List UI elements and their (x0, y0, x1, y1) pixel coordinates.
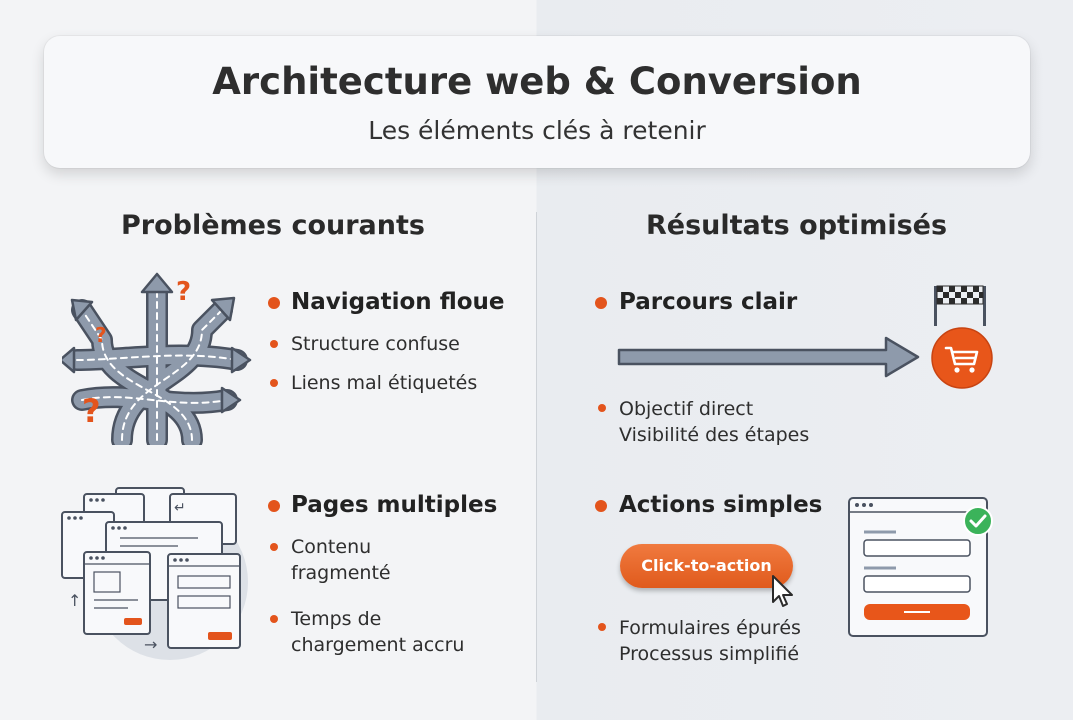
bullet-dot (598, 623, 606, 631)
long-arrow-icon (617, 336, 920, 378)
bullet-dot (268, 297, 280, 309)
page-title: Architecture web & Conversion (212, 60, 862, 103)
chargement-accru-label: chargement accru (291, 634, 465, 656)
form-window-icon (848, 497, 988, 637)
click-to-action-button[interactable]: Click-to-action (620, 544, 793, 588)
liens-mal-etiquetes-label: Liens mal étiquetés (291, 372, 478, 394)
title-card: Architecture web & Conversion Les élémen… (44, 36, 1030, 168)
pages-multiples-label: Pages multiples (291, 492, 498, 518)
svg-text:↑: ↑ (68, 591, 81, 610)
bullet-dot (268, 500, 280, 512)
check-badge-icon (963, 506, 993, 536)
objectif-direct-label: Objectif direct (619, 398, 754, 420)
bullet-dot (270, 340, 278, 348)
right-column-title: Résultats optimisés (646, 210, 948, 241)
page-subtitle: Les éléments clés à retenir (368, 116, 706, 145)
actions-simples-label: Actions simples (619, 492, 823, 518)
svg-text:↵: ↵ (174, 500, 186, 516)
stacked-pages-icon: ↵ ↑ → (61, 487, 248, 660)
bullet-dot (270, 379, 278, 387)
processus-simplifie-label: Processus simplifié (619, 643, 800, 665)
parcours-clair-label: Parcours clair (619, 289, 798, 315)
bullet-dot (595, 297, 607, 309)
fragmente-label: fragmenté (291, 562, 391, 584)
formulaires-epures-label: Formulaires épurés (619, 617, 801, 639)
bullet-dot (270, 615, 278, 623)
shopping-cart-icon (931, 327, 993, 389)
svg-text:?: ? (82, 392, 101, 430)
temps-de-label: Temps de (291, 608, 382, 630)
mouse-cursor-icon (772, 575, 793, 607)
bullet-dot (270, 543, 278, 551)
left-column-title: Problèmes courants (121, 210, 425, 241)
column-divider (536, 212, 537, 682)
svg-text:?: ? (176, 277, 191, 307)
question-mark-icon: ? ? ? (82, 277, 191, 430)
bullet-dot (598, 404, 606, 412)
svg-text:→: → (144, 635, 157, 654)
bullet-dot (595, 500, 607, 512)
navigation-floue-label: Navigation floue (291, 289, 505, 315)
visibilite-etapes-label: Visibilité des étapes (619, 424, 810, 446)
checkered-flag-icon (934, 285, 986, 326)
contenu-label: Contenu (291, 536, 372, 558)
structure-confuse-label: Structure confuse (291, 333, 460, 355)
svg-text:?: ? (95, 323, 107, 347)
tangled-roads-icon: ? ? ? (62, 272, 252, 445)
